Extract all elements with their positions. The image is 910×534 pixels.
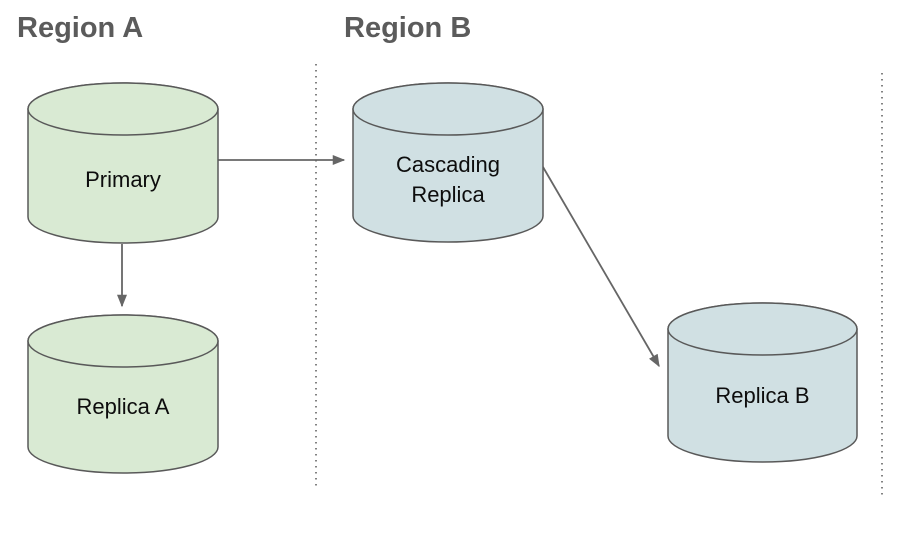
region-a-title: Region A xyxy=(17,12,144,44)
cylinder-top xyxy=(27,314,219,368)
cylinder-top xyxy=(667,302,858,356)
region-b-title: Region B xyxy=(344,12,472,44)
cascading-replica-node-label: Cascading Replica xyxy=(396,152,500,207)
database-cylinder-cascading-replica xyxy=(352,82,544,243)
primary-node-label: Primary xyxy=(85,167,161,192)
replica-b-node-label: Replica B xyxy=(715,383,810,408)
database-cylinder-replica-a xyxy=(27,314,219,474)
arrow-cascading-to-replica-b xyxy=(542,166,660,368)
database-cylinder-primary xyxy=(27,82,219,244)
database-cylinder-replica-b xyxy=(667,302,858,463)
cylinder-top xyxy=(352,82,544,136)
cylinder-top xyxy=(27,82,219,136)
replica-a-node-label: Replica A xyxy=(76,394,170,419)
